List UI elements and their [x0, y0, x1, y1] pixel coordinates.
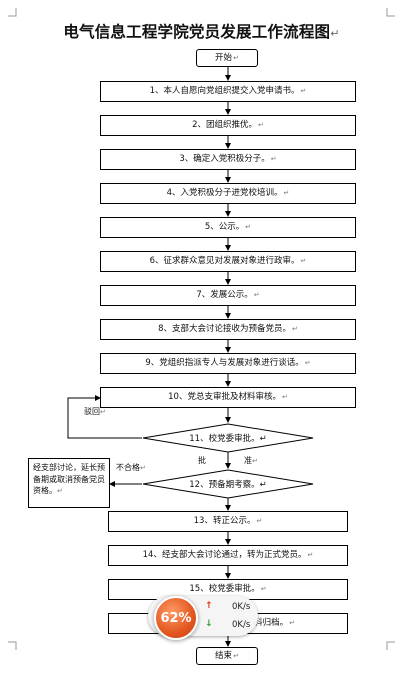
paragraph-mark-icon: ↵ — [258, 121, 264, 130]
start-node: 开始↵ — [196, 49, 258, 67]
paragraph-mark-icon: ↵ — [330, 27, 340, 40]
paragraph-mark-icon: ↵ — [300, 257, 307, 266]
paragraph-mark-icon: ↵ — [245, 223, 252, 232]
paragraph-mark-icon: ↵ — [140, 464, 146, 472]
decision-12-label: 12、预备期考察。↵ — [142, 478, 314, 490]
page-title: 电气信息工程学院党员发展工作流程图↵ — [0, 20, 403, 42]
fail-text: 不合格 — [116, 463, 140, 472]
paragraph-mark-icon: ↵ — [100, 408, 106, 416]
paragraph-mark-icon: ↵ — [252, 457, 258, 465]
step-label: 7、发展公示。 — [196, 290, 253, 301]
step-8-box: 8、支部大会讨论接收为预备党员。↵ — [100, 319, 356, 340]
paragraph-mark-icon: ↵ — [233, 53, 239, 62]
start-label: 开始 — [215, 52, 233, 63]
paragraph-mark-icon: ↵ — [281, 393, 288, 402]
usage-percent: 62% — [160, 610, 192, 626]
step-label: 16、材料归档。 — [226, 618, 289, 629]
memory-usage-bubble[interactable]: 62% — [154, 596, 198, 640]
decision-text: 12、预备期考察。 — [189, 480, 260, 490]
step-3-box: 3、确定入党积极分子。↵ — [100, 149, 356, 170]
approve-label: 批 — [198, 456, 206, 465]
paragraph-mark-icon: ↵ — [253, 291, 260, 300]
corner-mark-bottom-left — [8, 641, 17, 650]
paragraph-mark-icon: ↵ — [283, 189, 290, 198]
step-label: 4、入党积极分子进党校培训。 — [166, 188, 283, 199]
title-text: 电气信息工程学院党员发展工作流程图 — [63, 23, 331, 41]
note-text: 经支部讨论，延长预备期或取消预备党员资格。 — [33, 463, 105, 496]
step-1-box: 1、本人自愿向党组织提交入党申请书。↵ — [100, 81, 356, 102]
step-14-box: 14、经支部大会讨论通过，转为正式党员。↵ — [108, 545, 348, 566]
end-node: 结束↵ — [196, 647, 258, 665]
paragraph-mark-icon: ↵ — [57, 487, 63, 496]
decision-11-label: 11、校党委审批。↵ — [142, 432, 314, 444]
paragraph-mark-icon: ↵ — [259, 480, 267, 490]
download-speed: 0K/s — [232, 620, 251, 630]
step-label: 1、本人自愿向党组织提交入党申请书。 — [149, 86, 300, 97]
decision-text: 11、校党委审批。 — [189, 434, 260, 444]
decision-11-diamond — [142, 423, 314, 453]
upload-arrow-icon: ↑ — [205, 601, 213, 611]
step-label: 2、团组织推优。 — [192, 120, 258, 131]
paragraph-mark-icon: ↵ — [270, 155, 277, 164]
step-label: 13、转正公示。 — [193, 516, 256, 527]
paragraph-mark-icon: ↵ — [259, 434, 267, 444]
paragraph-mark-icon: ↵ — [233, 651, 239, 660]
step-label: 14、经支部大会讨论通过，转为正式党员。 — [142, 550, 307, 561]
step-6-box: 6、征求群众意见对发展对象进行政审。↵ — [100, 251, 356, 272]
decision-12-diamond — [142, 469, 314, 499]
step-label: 6、征求群众意见对发展对象进行政审。 — [149, 256, 300, 267]
step-label: 8、支部大会讨论接收为预备党员。 — [158, 324, 292, 335]
approve-label-2: 准↵ — [244, 455, 258, 466]
step-label: 9、党组织指派专人与发展对象进行谈话。 — [145, 358, 304, 369]
step-label: 10、党总支审批及材料审核。 — [168, 392, 281, 403]
paragraph-mark-icon: ↵ — [256, 517, 263, 526]
download-arrow-icon: ↓ — [205, 619, 213, 629]
step-label: 3、确定入党积极分子。 — [179, 154, 270, 165]
paragraph-mark-icon: ↵ — [307, 551, 314, 560]
extend-or-cancel-note: 经支部讨论，延长预备期或取消预备党员资格。↵ — [28, 458, 110, 508]
fail-label: 不合格↵ — [116, 462, 146, 473]
step-2-box: 2、团组织推优。↵ — [100, 115, 356, 136]
end-label: 结束 — [215, 650, 233, 661]
step-4-box: 4、入党积极分子进党校培训。↵ — [100, 183, 356, 204]
corner-mark-bottom-right — [386, 641, 395, 650]
step-13-box: 13、转正公示。↵ — [108, 511, 348, 532]
paragraph-mark-icon: ↵ — [300, 87, 307, 96]
arrow-reject-loop — [67, 395, 142, 439]
paragraph-mark-icon: ↵ — [304, 359, 311, 368]
step-7-box: 7、发展公示。↵ — [100, 285, 356, 306]
paragraph-mark-icon: ↵ — [289, 619, 295, 628]
step-label: 15、校党委审批。 — [189, 584, 260, 595]
step-10-box: 10、党总支审批及材料审核。↵ — [100, 387, 356, 408]
paragraph-mark-icon: ↵ — [260, 585, 267, 594]
approve-text-2: 准 — [244, 456, 252, 465]
step-9-box: 9、党组织指派专人与发展对象进行谈话。↵ — [100, 353, 356, 374]
corner-mark-top-left — [8, 8, 17, 17]
reject-text: 驳回 — [84, 407, 100, 416]
step-5-box: 5、公示。↵ — [100, 217, 356, 238]
step-label: 5、公示。 — [204, 222, 245, 233]
paragraph-mark-icon: ↵ — [292, 325, 298, 334]
upload-speed: 0K/s — [232, 602, 251, 612]
corner-mark-top-right — [386, 8, 395, 17]
reject-label: 驳回↵ — [84, 406, 106, 417]
